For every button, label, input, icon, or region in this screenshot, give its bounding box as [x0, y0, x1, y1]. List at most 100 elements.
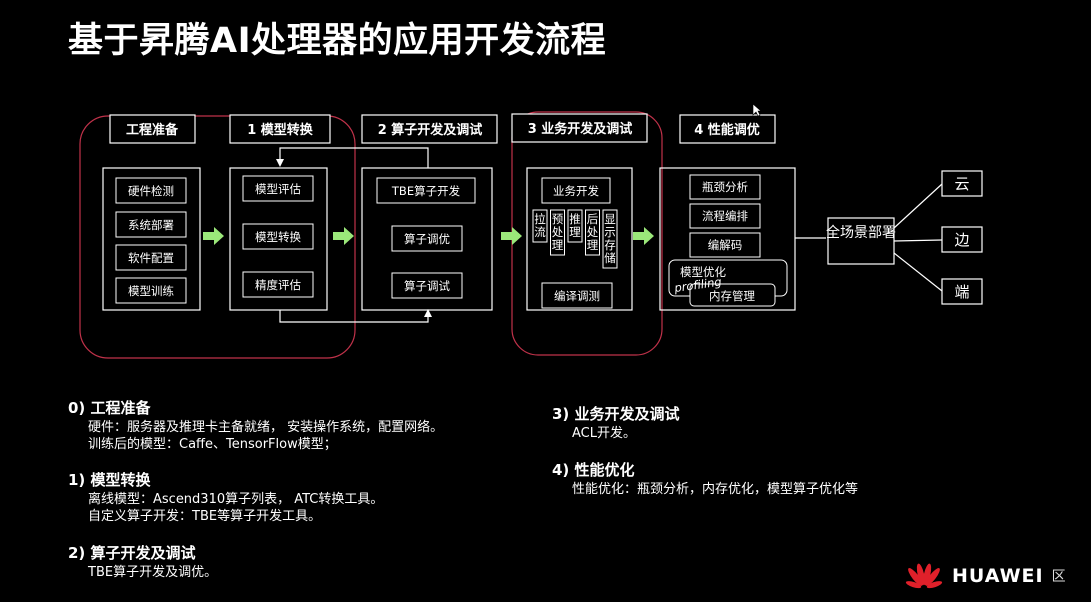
box-tbe-operator-dev: TBE算子开发 [376, 177, 476, 204]
svg-text:硬件检测: 硬件检测 [128, 184, 174, 198]
svg-text:内存管理: 内存管理 [709, 289, 755, 303]
svg-text:编译调测: 编译调测 [554, 289, 600, 303]
note-0: 0) 工程准备 硬件：服务器及推理卡主备就绪， 安装操作系统，配置网络。 训练后… [68, 400, 443, 453]
box-business-dev: 业务开发 [541, 177, 611, 204]
svg-text:瓶颈分析: 瓶颈分析 [702, 180, 748, 194]
flow-arrow-3 [501, 227, 522, 245]
svg-text:边: 边 [954, 231, 969, 249]
stage-header-business-dev: 3 业务开发及调试 [511, 113, 648, 143]
svg-text:云: 云 [954, 175, 969, 193]
business-column-label: 推理 [569, 212, 581, 239]
business-column-label: 拉流 [534, 212, 546, 239]
box-model-convert: 模型转换 [242, 223, 314, 250]
box-system-deploy: 系统部署 [115, 211, 187, 238]
stage-header-perf-tuning: 4 性能调优 [679, 114, 776, 144]
note-4: 4) 性能优化 性能优化：瓶颈分析，内存优化，模型算子优化等 [552, 462, 858, 498]
business-column-1: 预处理 [550, 209, 565, 256]
svg-text:精度评估: 精度评估 [255, 278, 301, 292]
business-column-label: 后处理 [587, 212, 599, 252]
business-column-4: 显示存储 [602, 209, 618, 269]
svg-text:全场景部署: 全场景部署 [826, 224, 896, 241]
stage-header-prep: 工程准备 [109, 114, 196, 144]
huawei-logo: HUAWEI 区 [902, 560, 1066, 592]
note-line: 性能优化：瓶颈分析，内存优化，模型算子优化等 [572, 482, 859, 497]
box-memory-management: 内存管理 [689, 283, 776, 307]
page-title: 基于昇腾AI处理器的应用开发流程 [68, 21, 607, 61]
stage-box-perf-tuning [659, 167, 796, 311]
svg-text:系统部署: 系统部署 [128, 218, 174, 232]
note-line: TBE算子开发及调优。 [88, 565, 218, 580]
box-operator-tuning: 算子调优 [391, 225, 463, 252]
note-heading: 4) 性能优化 [552, 461, 635, 479]
svg-text:TBE算子开发: TBE算子开发 [391, 184, 461, 198]
box-deploy-target-cloud: 云 [941, 170, 983, 197]
note-line: 自定义算子开发：TBE等算子开发工具。 [88, 509, 322, 524]
note-line: ACL开发。 [572, 426, 636, 441]
business-column-2: 推理 [567, 209, 583, 243]
stage-header-operator-dev: 2 算子开发及调试 [361, 114, 498, 144]
stage-box-prep [102, 167, 201, 311]
business-column-3: 后处理 [585, 209, 600, 256]
business-column-0: 拉流 [532, 209, 548, 243]
note-line: 训练后的模型：Caffe、TensorFlow模型； [88, 437, 337, 452]
loop-arrowhead-up [424, 309, 432, 317]
flow-arrow-1 [203, 227, 224, 245]
box-bottleneck-analysis: 瓶颈分析 [689, 174, 761, 200]
note-heading: 3) 业务开发及调试 [552, 405, 680, 423]
mouse-cursor-icon [752, 103, 762, 117]
svg-text:算子调试: 算子调试 [404, 279, 450, 293]
svg-text:模型转换: 模型转换 [255, 230, 301, 244]
box-model-eval: 模型评估 [242, 175, 314, 202]
svg-text:模型训练: 模型训练 [128, 284, 174, 298]
deploy-branch-lines [893, 183, 943, 292]
box-compile-debug: 编译调测 [541, 282, 613, 309]
svg-text:模型优化: 模型优化 [680, 265, 726, 279]
profiling-label: profiling [672, 274, 722, 295]
stage-box-operator-dev [361, 167, 493, 311]
stage-box-model-convert [229, 167, 328, 311]
note-heading: 0) 工程准备 [68, 399, 151, 417]
note-1: 1) 模型转换 离线模型：Ascend310算子列表， ATC转换工具。 自定义… [68, 472, 383, 525]
note-heading: 1) 模型转换 [68, 471, 151, 489]
box-precision-eval: 精度评估 [242, 271, 314, 298]
svg-text:编解码: 编解码 [708, 238, 743, 252]
box-deploy-target-device: 端 [941, 278, 983, 305]
flow-arrow-4 [633, 227, 654, 245]
svg-text:4 性能调优: 4 性能调优 [694, 122, 760, 138]
svg-text:模型评估: 模型评估 [255, 182, 301, 196]
stage-box-business-dev [526, 167, 633, 311]
note-heading: 2) 算子开发及调试 [68, 544, 196, 562]
box-hardware-check: 硬件检测 [115, 177, 187, 204]
loop-line-top [279, 147, 429, 168]
svg-text:工程准备: 工程准备 [126, 122, 179, 138]
highlight-ring-prep-convert [79, 115, 356, 359]
box-software-config: 软件配置 [115, 244, 187, 271]
box-flow-orchestration: 流程编排 [689, 203, 761, 229]
box-full-scenario-deploy: 全场景部署 [826, 217, 896, 265]
note-line: 硬件：服务器及推理卡主备就绪， 安装操作系统，配置网络。 [88, 420, 444, 435]
svg-text:1 模型转换: 1 模型转换 [247, 122, 314, 138]
note-2: 2) 算子开发及调试 TBE算子开发及调优。 [68, 545, 217, 581]
brand-suffix: 区 [1051, 569, 1066, 585]
svg-text:算子调优: 算子调优 [404, 232, 450, 246]
loop-arrowhead-down [276, 159, 284, 167]
note-line: 离线模型：Ascend310算子列表， ATC转换工具。 [88, 492, 384, 507]
box-operator-debug: 算子调试 [391, 272, 463, 299]
brand-name: HUAWEI [952, 565, 1044, 587]
note-3: 3) 业务开发及调试 ACL开发。 [552, 406, 680, 442]
svg-text:3 业务开发及调试: 3 业务开发及调试 [528, 121, 633, 137]
box-model-training: 模型训练 [115, 277, 187, 304]
huawei-flower-icon [905, 563, 943, 589]
box-deploy-target-edge: 边 [941, 226, 983, 253]
svg-text:流程编排: 流程编排 [702, 209, 748, 223]
flow-arrow-2 [333, 227, 354, 245]
svg-text:业务开发: 业务开发 [553, 184, 599, 198]
stage-header-model-convert: 1 模型转换 [229, 114, 331, 144]
svg-text:端: 端 [954, 283, 969, 301]
svg-text:2 算子开发及调试: 2 算子开发及调试 [378, 122, 483, 138]
flow-arrows [203, 227, 654, 245]
box-codec: 编解码 [689, 232, 761, 258]
loop-line-bottom [279, 310, 429, 323]
